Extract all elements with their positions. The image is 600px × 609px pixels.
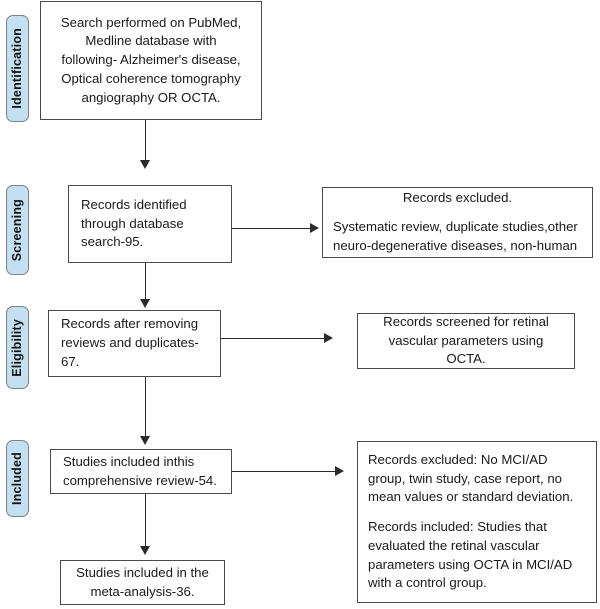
stage-label-included: Included	[6, 440, 29, 517]
connector-after-removal-to-screened	[221, 338, 326, 339]
studies-included-review-line-2: comprehensive review-54.	[63, 472, 217, 488]
box-records-screened: Records screened for retinal vascular pa…	[357, 313, 575, 369]
stage-label-screening: Screening	[6, 185, 29, 275]
records-screened-line-2: vascular parameters using OCTA.	[388, 332, 544, 367]
records-excluded-detail-paragraph: Records excluded: No MCI/AD group, twin …	[368, 451, 574, 505]
studies-meta-analysis-line-2: meta-analysis-36.	[90, 583, 195, 599]
stage-label-screening-text: Screening	[10, 198, 25, 262]
connector-identified-to-excluded	[232, 228, 312, 229]
arrowhead-search-to-identified-icon	[140, 160, 150, 169]
box-studies-meta-analysis: Studies included in the meta-analysis-36…	[60, 560, 225, 605]
connector-review-to-meta-analysis	[145, 494, 146, 550]
stage-label-included-text: Included	[10, 452, 25, 505]
arrowhead-review-to-excluded-included-icon	[335, 466, 344, 476]
search-strategy-line-2: Medline database with	[85, 33, 217, 49]
arrowhead-identified-to-after-removal-icon	[140, 299, 150, 308]
stage-label-identification: Identification	[6, 15, 29, 122]
studies-included-review-line-1: Studies included inthis	[63, 453, 195, 469]
arrowhead-after-removal-to-review-icon	[140, 436, 150, 445]
arrowhead-review-to-meta-analysis-icon	[140, 546, 150, 555]
search-strategy-line-1: Search performed on PubMed,	[60, 14, 242, 30]
stage-label-identification-text: Identification	[10, 28, 25, 109]
connector-review-to-excluded-included	[232, 471, 337, 472]
box-records-after-removal: Records after removing reviews and dupli…	[48, 310, 221, 377]
box-studies-included-review: Studies included inthis comprehensive re…	[50, 449, 232, 494]
records-screened-line-1: Records screened for retinal	[383, 313, 549, 329]
connector-after-removal-to-review	[145, 377, 146, 440]
records-after-removal-line-3: 67.	[61, 353, 80, 369]
records-after-removal-line-2: reviews and duplicates-	[61, 335, 199, 351]
arrowhead-after-removal-to-screened-icon	[324, 333, 333, 343]
studies-meta-analysis-line-1: Studies included in the	[76, 564, 209, 580]
connector-identified-to-after-removal	[145, 263, 146, 303]
stage-label-eligibility-text: Eligibility	[10, 318, 25, 377]
search-strategy-line-5: angiography OR OCTA.	[81, 89, 221, 105]
box-records-identified: Records identified through database sear…	[68, 185, 232, 263]
stage-label-eligibility: Eligibility	[6, 306, 29, 389]
records-excluded-screening-line-1: Systematic review, duplicate studies,oth…	[333, 219, 578, 235]
records-identified-line-2: through database	[81, 215, 184, 231]
box-records-excluded-included-detail: Records excluded: No MCI/AD group, twin …	[357, 441, 597, 603]
search-strategy-line-4: Optical coherence tomography	[61, 70, 241, 86]
records-after-removal-line-1: Records after removing	[61, 316, 199, 332]
search-strategy-line-3: following- Alzheimer's disease,	[61, 52, 241, 68]
connector-search-to-identified	[145, 120, 146, 164]
records-excluded-screening-heading: Records excluded.	[402, 190, 513, 206]
box-search-strategy: Search performed on PubMed, Medline data…	[40, 1, 262, 120]
records-excluded-screening-line-2: neuro-degenerative diseases, non-human	[333, 237, 578, 253]
records-included-detail-paragraph: Records included: Studies that evaluated…	[368, 519, 573, 591]
records-identified-line-1: Records identified	[81, 196, 187, 212]
arrowhead-identified-to-excluded-icon	[310, 223, 319, 233]
box-records-excluded-screening: Records excluded. Systematic review, dup…	[322, 187, 593, 258]
records-identified-line-3: search-95.	[81, 234, 144, 250]
